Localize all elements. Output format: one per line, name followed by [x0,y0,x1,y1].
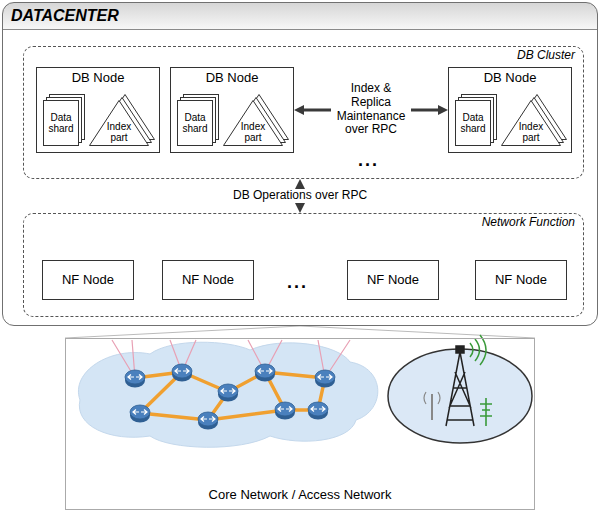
node-label: NF Node [182,273,234,288]
group-label: Network Function [482,216,575,230]
zoom-lines [65,326,535,338]
nf-node-box: NF Node [475,260,567,300]
small-antenna [424,392,440,420]
group-label: DB Cluster [517,49,575,63]
data-shard: Data shard [43,94,85,146]
shard-label: Data shard [45,112,77,134]
node-title: DB Node [72,71,125,86]
network-function-group: Network Function NF Node NF Node NF Node NF … [23,213,584,317]
node-label: NF Node [495,273,547,288]
node-title: DB Node [206,71,259,86]
edge-label: DB Operations over RPC [231,189,369,203]
cell-tower [446,346,474,426]
nf-node-box: NF Node [162,260,254,300]
data-shard: Data shard [177,94,219,146]
network-links [135,372,325,420]
datacenter-title: DATACENTER [11,7,119,25]
index-part: Index part [89,94,155,146]
db-node-box: DB NodeData shard Index part [448,67,572,153]
network-area-box: Core Network / Access Network [65,338,535,510]
edge-label: Index & Replica Maintenance over RPC [331,82,411,137]
data-shard: Data shard [455,94,497,146]
router-icons [125,364,335,430]
signal-waves [470,335,486,365]
area-caption: Core Network / Access Network [209,488,392,503]
shard-label: Data shard [179,112,211,134]
node-label: NF Node [367,273,419,288]
db-cluster-group: DB ClusterDB NodeData shardIndex partDB … [23,46,584,179]
radio-cell [388,349,532,443]
uplink-lines [112,340,350,378]
green-antenna [480,398,492,426]
node-title: DB Node [484,71,537,86]
ellipsis-mark: ... [358,151,379,169]
index-label: Index part [102,121,136,143]
shard-label: Data shard [457,112,489,134]
node-label: NF Node [62,273,114,288]
nf-node-box: NF Node [347,260,439,300]
db-node-box: DB NodeData shard Index part [36,67,160,153]
index-part: Index part [223,94,289,146]
nf-node-box: NF Node [42,260,134,300]
ellipsis-mark: ... [287,273,308,291]
index-label: Index part [514,121,548,143]
index-part: Index part [501,94,567,146]
index-label: Index part [236,121,270,143]
db-node-box: DB NodeData shard Index part [170,67,294,153]
